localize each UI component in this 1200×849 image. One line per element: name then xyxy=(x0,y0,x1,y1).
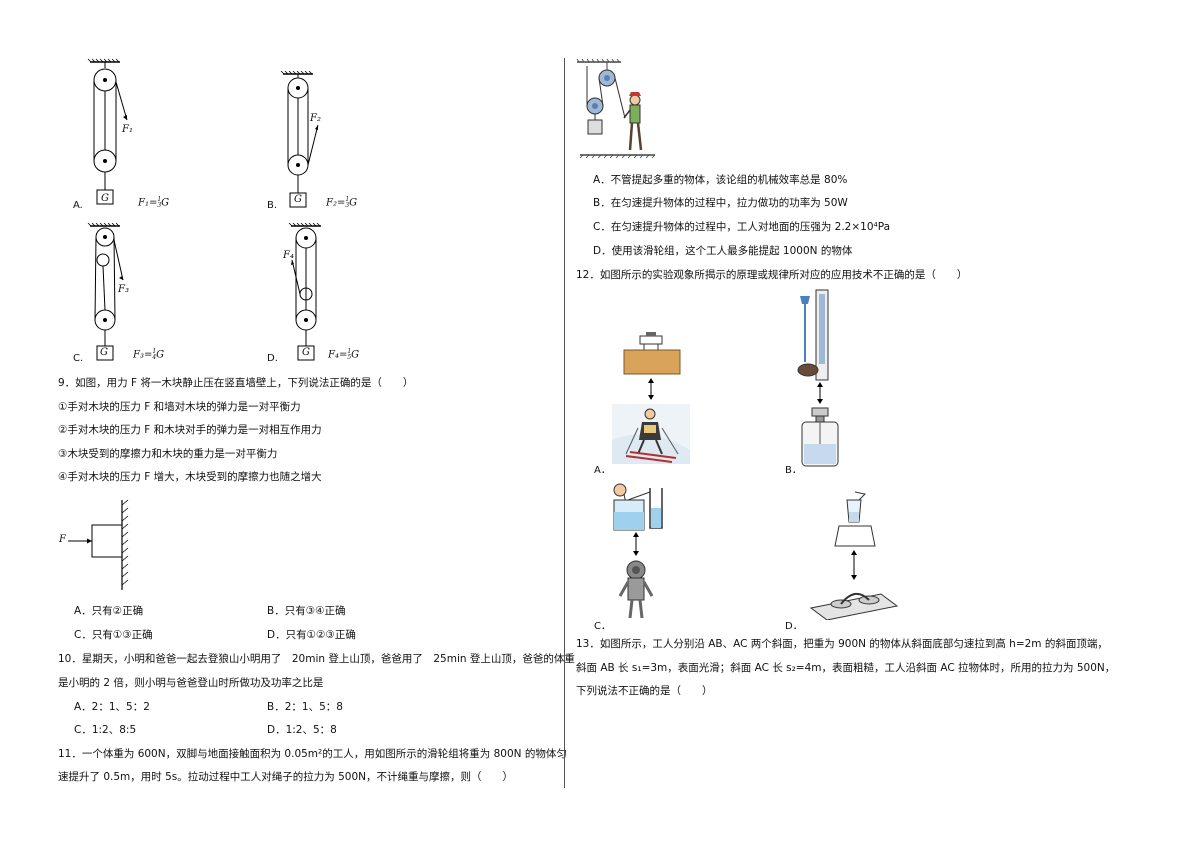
force-label-d: F₄ xyxy=(283,250,294,261)
weight-label-b: G xyxy=(294,194,302,205)
q9-statement-3: ③木块受到的摩擦力和木块的重力是一对平衡力 xyxy=(58,448,278,460)
q11-option-c[interactable]: C．在匀速提升物体的过程中，工人对地面的压强为 2.2×10⁴Pa xyxy=(593,221,891,233)
force-label-a: F₁ xyxy=(122,124,133,135)
q11-line-1: 11．一个体重为 600N，双脚与地面接触面积为 0.05m²的工人，用如图所示… xyxy=(58,748,567,760)
pulley-diagram-a xyxy=(87,58,128,205)
q9-stem: 9．如图，用力 F 将一木块静止压在竖直墙壁上，下列说法正确的是（ ） xyxy=(58,377,414,389)
q9-option-a[interactable]: A．只有②正确 xyxy=(74,605,144,617)
q11-option-b[interactable]: B．在匀速提升物体的过程中，拉力做功的功率为 50W xyxy=(593,197,848,209)
option-letter-b: B. xyxy=(267,200,278,211)
q10-option-c[interactable]: C．1:2、8:5 xyxy=(74,724,137,736)
q12-label-d: D． xyxy=(785,621,803,632)
q10-line-2: 是小明的 2 倍，则小明与爸爸登山时所做功及功率之比是 xyxy=(58,677,324,689)
q12-label-b: B． xyxy=(785,465,802,476)
q12-label-a: A． xyxy=(594,465,611,476)
q13-line-1: 13．如图所示，工人分别沿 AB、AC 两个斜面，把重为 900N 的物体从斜面… xyxy=(576,638,1108,650)
q10-option-d[interactable]: D．1:2、5：8 xyxy=(267,724,337,736)
q10-option-a[interactable]: A．2：1、5：2 xyxy=(74,701,150,713)
weight-label-a: G xyxy=(101,193,109,204)
q12-figure-b xyxy=(797,289,839,467)
block-wall-diagram xyxy=(68,499,129,590)
pulley-diagram-b xyxy=(280,70,319,208)
force-label-b: F₂ xyxy=(310,113,321,124)
q9-statement-4: ④手对木块的压力 F 增大，木块受到的摩擦力也随之增大 xyxy=(58,471,322,483)
weight-label-d: G xyxy=(302,347,310,358)
q12-figure-c xyxy=(613,483,663,619)
q11-option-d[interactable]: D．使用该滑轮组，这个工人最多能提起 1000N 的物体 xyxy=(593,245,853,257)
q12-label-c: C． xyxy=(594,621,611,632)
q11-line-2: 速提升了 0.5m，用时 5s。拉动过程中工人对绳子的拉力为 500N，不计绳重… xyxy=(58,771,513,783)
q9-option-d[interactable]: D．只有①②③正确 xyxy=(267,629,356,641)
weight-label-c: G xyxy=(100,347,108,358)
q13-line-3: 下列说法不正确的是（ ） xyxy=(576,685,713,697)
force-label-c: F₃ xyxy=(118,284,129,295)
option-letter-c: C. xyxy=(73,353,84,364)
q9-option-c[interactable]: C．只有①③正确 xyxy=(74,629,153,641)
q10-line-1: 10．星期天，小明和爸爸一起去登狼山小明用了 20min 登上山顶，爸爸用了 2… xyxy=(58,653,575,665)
q12-figure-a xyxy=(612,332,690,464)
worker-pulley-figure xyxy=(576,58,656,159)
q10-option-b[interactable]: B．2：1、5：8 xyxy=(267,701,343,713)
q13-line-2: 斜面 AB 长 s₁=3m，表面光滑；斜面 AC 长 s₂=4m，表面粗糙，工人… xyxy=(576,662,1116,674)
q9-statement-2: ②手对木块的压力 F 和木块对手的弹力是一对相互作用力 xyxy=(58,424,322,436)
pulley-diagram-d xyxy=(288,222,321,361)
q9-statement-1: ①手对木块的压力 F 和墙对木块的弹力是一对平衡力 xyxy=(58,401,301,413)
column-divider xyxy=(564,58,565,788)
pulley-diagram-c xyxy=(87,222,124,361)
q11-option-a[interactable]: A．不管提起多重的物体，该论组的机械效率总是 80% xyxy=(593,174,848,186)
q12-stem: 12．如图所示的实验观象所揭示的原理或规律所对应的应用技术不正确的是（ ） xyxy=(576,269,968,281)
q12-figure-d xyxy=(809,491,899,620)
option-letter-d: D. xyxy=(267,353,278,364)
force-label-f: F xyxy=(59,534,66,545)
q9-option-b[interactable]: B．只有③④正确 xyxy=(267,605,346,617)
option-letter-a: A. xyxy=(73,200,83,211)
